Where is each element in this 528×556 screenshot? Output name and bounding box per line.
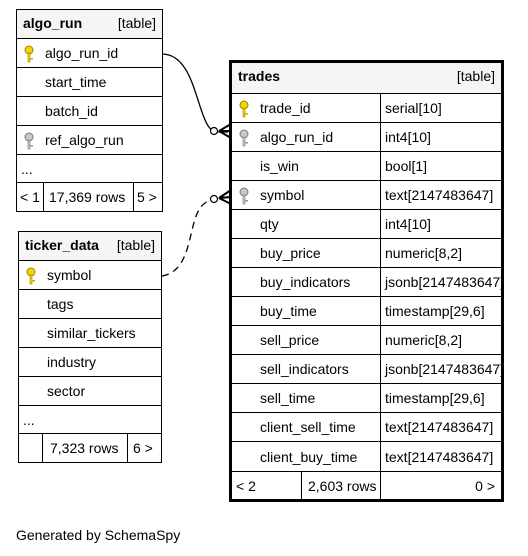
trades-column-name: sell_indicators [260, 361, 349, 377]
trades-table-name: trades [238, 68, 281, 84]
trades-column-name: trade_id [260, 100, 311, 116]
ticker-data-more-row: ... [19, 406, 161, 434]
ticker-data-column-row: sector [19, 377, 161, 406]
algo-run-children-link[interactable]: 5 > [137, 189, 157, 205]
trades-column-row: sell_time timestamp[29,6] [232, 384, 501, 413]
ticker-data-column-row: symbol [19, 261, 161, 290]
trades-column-type: int4[10] [385, 216, 431, 232]
algo-run-table-header: algo_run [table] [17, 10, 162, 39]
ticker-data-table[interactable]: ticker_data [table] symbol tags similar_… [18, 231, 162, 463]
algo-run-column-row: ref_algo_run [17, 126, 162, 155]
ticker-data-table-kind: [table] [116, 237, 155, 253]
trades-column-row: algo_run_id int4[10] [232, 123, 501, 152]
trades-column-name: buy_time [260, 303, 317, 319]
trades-table[interactable]: trades [table] trade_id serial[10] algo_ru… [229, 60, 504, 502]
trades-children-link[interactable]: 0 > [475, 477, 495, 494]
algo-run-row-count: 17,369 rows [49, 189, 126, 205]
trades-column-row: sell_price numeric[8,2] [232, 326, 501, 355]
algo-run-column-name: start_time [45, 74, 107, 90]
algo-run-column-name: ref_algo_run [45, 132, 124, 148]
ticker-data-column-name: symbol [47, 267, 92, 283]
trades-column-name: is_win [260, 158, 299, 174]
ticker-relationship-zero-marker [209, 194, 219, 204]
algo-run-column-name: algo_run_id [45, 45, 119, 61]
trades-column-type: text[2147483647] [385, 187, 494, 203]
trades-parents-link[interactable]: < 2 [236, 477, 256, 494]
trades-column-name: client_sell_time [260, 419, 356, 435]
trades-column-type: text[2147483647] [385, 448, 494, 465]
trades-column-name: algo_run_id [260, 129, 334, 145]
ticker-data-column-name: industry [47, 354, 97, 370]
trades-column-type: jsonb[2147483647] [385, 361, 505, 377]
primary-key-icon [24, 45, 34, 63]
algo-run-more-row: ... [17, 155, 162, 183]
trades-column-type: jsonb[2147483647] [385, 274, 505, 290]
trades-column-row: sell_indicators jsonb[2147483647] [232, 355, 505, 384]
trades-column-type: bool[1] [385, 158, 428, 174]
trades-column-type: serial[10] [385, 100, 442, 116]
algo-run-column-name: batch_id [45, 103, 98, 119]
trades-column-row: buy_indicators jsonb[2147483647] [232, 268, 505, 297]
trades-column-type: text[2147483647] [385, 419, 494, 435]
algo-run-relationship-zero-marker [209, 126, 219, 136]
trades-column-row: trade_id serial[10] [232, 94, 501, 123]
algo-run-footer: < 1 17,369 rows 5 > [17, 183, 162, 211]
primary-key-icon [26, 267, 36, 285]
trades-column-name: buy_price [260, 245, 321, 261]
trades-column-type: timestamp[29,6] [385, 303, 485, 319]
foreign-key-icon [239, 187, 249, 205]
foreign-key-icon [239, 129, 249, 147]
trades-column-row: client_buy_time text[2147483647] [232, 442, 501, 471]
trades-column-type: timestamp[29,6] [385, 390, 485, 406]
algo-run-table-kind: [table] [117, 15, 156, 31]
trades-row-count: 2,603 rows [308, 477, 377, 494]
trades-column-name: buy_indicators [260, 274, 351, 290]
ticker-data-column-row: industry [19, 348, 161, 377]
ticker-data-column-name: similar_tickers [47, 325, 136, 341]
ticker-data-column-row: tags [19, 290, 161, 319]
ticker-data-column-name: tags [47, 296, 74, 312]
ticker-data-children-link[interactable]: 6 > [133, 440, 153, 456]
trades-column-type: numeric[8,2] [385, 245, 463, 261]
trades-table-header: trades [table] [232, 63, 501, 94]
trades-column-row: symbol text[2147483647] [232, 181, 501, 210]
trades-column-name: client_buy_time [260, 448, 358, 465]
algo-run-table[interactable]: algo_run [table] algo_run_id start_time … [16, 9, 163, 212]
ticker-data-row-count: 7,323 rows [50, 440, 119, 456]
primary-key-icon [239, 100, 249, 118]
trades-column-row: is_win bool[1] [232, 152, 501, 181]
trades-footer: < 2 2,603 rows 0 > [232, 471, 501, 499]
ticker-data-table-name: ticker_data [25, 237, 99, 253]
trades-column-list: trade_id serial[10] algo_run_id int4[10] is_… [232, 94, 505, 471]
more-columns-ellipsis: ... [23, 411, 35, 428]
trades-column-row: buy_price numeric[8,2] [232, 239, 501, 268]
algo-run-parents-link[interactable]: < 1 [20, 189, 40, 205]
trades-column-name: symbol [260, 187, 305, 203]
algo-run-column-row: batch_id [17, 97, 162, 126]
algo-run-column-row: start_time [17, 68, 162, 97]
trades-column-name: sell_price [260, 332, 320, 348]
algo-run-relationship-line [161, 53, 228, 133]
foreign-key-icon [24, 132, 34, 150]
trades-column-row: qty int4[10] [232, 210, 501, 239]
generated-by-caption: Generated by SchemaSpy [16, 527, 181, 543]
more-columns-ellipsis: ... [21, 160, 33, 177]
ticker-data-column-row: similar_tickers [19, 319, 161, 348]
trades-column-type: numeric[8,2] [385, 332, 463, 348]
trades-column-row: client_sell_time text[2147483647] [232, 413, 501, 442]
trades-column-name: sell_time [260, 390, 316, 406]
ticker-relationship-line [161, 196, 229, 277]
ticker-data-column-name: sector [47, 383, 86, 399]
trades-table-kind: [table] [456, 68, 495, 84]
ticker-data-footer: 7,323 rows 6 > [19, 434, 161, 462]
trades-column-type: int4[10] [385, 129, 431, 145]
trades-column-row: buy_time timestamp[29,6] [232, 297, 501, 326]
algo-run-table-name: algo_run [23, 15, 83, 31]
algo-run-column-row: algo_run_id [17, 39, 162, 68]
ticker-data-table-header: ticker_data [table] [19, 232, 161, 261]
trades-column-name: qty [260, 216, 279, 232]
